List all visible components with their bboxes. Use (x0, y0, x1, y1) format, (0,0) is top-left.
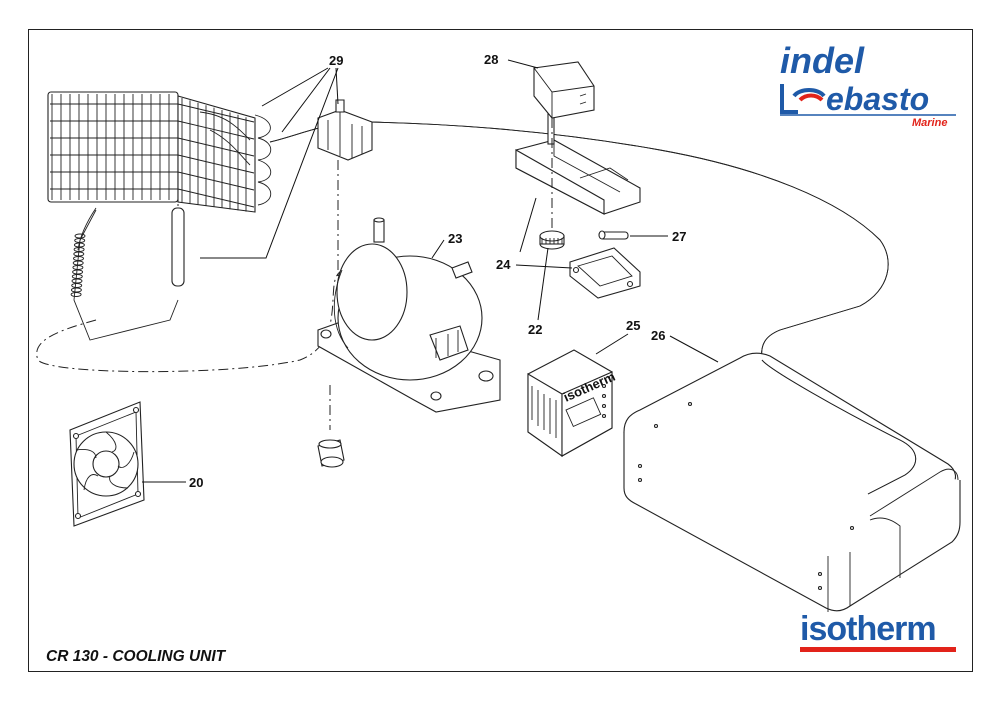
power-plug-part-28 (533, 61, 595, 119)
fan-part-20 (69, 401, 145, 527)
indel-webasto-logo: indel ebasto Marine (780, 40, 956, 129)
grommet (317, 439, 345, 468)
bracket-part-29 (317, 99, 373, 161)
webasto-w-mark (780, 84, 826, 114)
callout-24-lower: 24 (496, 257, 511, 272)
callout-23: 23 (448, 231, 462, 246)
callout-20: 20 (189, 475, 203, 490)
thermostat-knob-part-22 (539, 230, 565, 250)
callout-27: 27 (672, 229, 686, 244)
indel-logo-text: indel (780, 40, 865, 81)
thermostat-part-24 (569, 247, 641, 299)
isotherm-logo-text: isotherm (800, 610, 936, 648)
callout-28: 28 (484, 52, 498, 67)
drawing-frame (28, 29, 973, 672)
webasto-logo-text: ebasto (826, 81, 929, 117)
condenser-part-29 (47, 91, 272, 213)
diagram-title: CR 130 - COOLING UNIT (46, 648, 226, 665)
callout-26: 26 (651, 328, 665, 343)
isotherm-logo: isotherm (800, 610, 956, 652)
evaporator-part-26 (623, 352, 961, 612)
callout-25: 25 (626, 318, 640, 333)
marine-logo-text: Marine (912, 117, 947, 129)
compressor-part-23 (317, 217, 501, 413)
callout-22: 22 (528, 322, 542, 337)
leader-lines (142, 59, 719, 483)
thermostat-housing-part-24 (515, 111, 641, 215)
tube-route-dashed (36, 268, 353, 373)
electronic-module-part-25: isotherm (527, 349, 617, 458)
capillary-coil (70, 207, 185, 341)
callout-29: 29 (329, 53, 343, 68)
fuse-part-27 (598, 230, 629, 240)
